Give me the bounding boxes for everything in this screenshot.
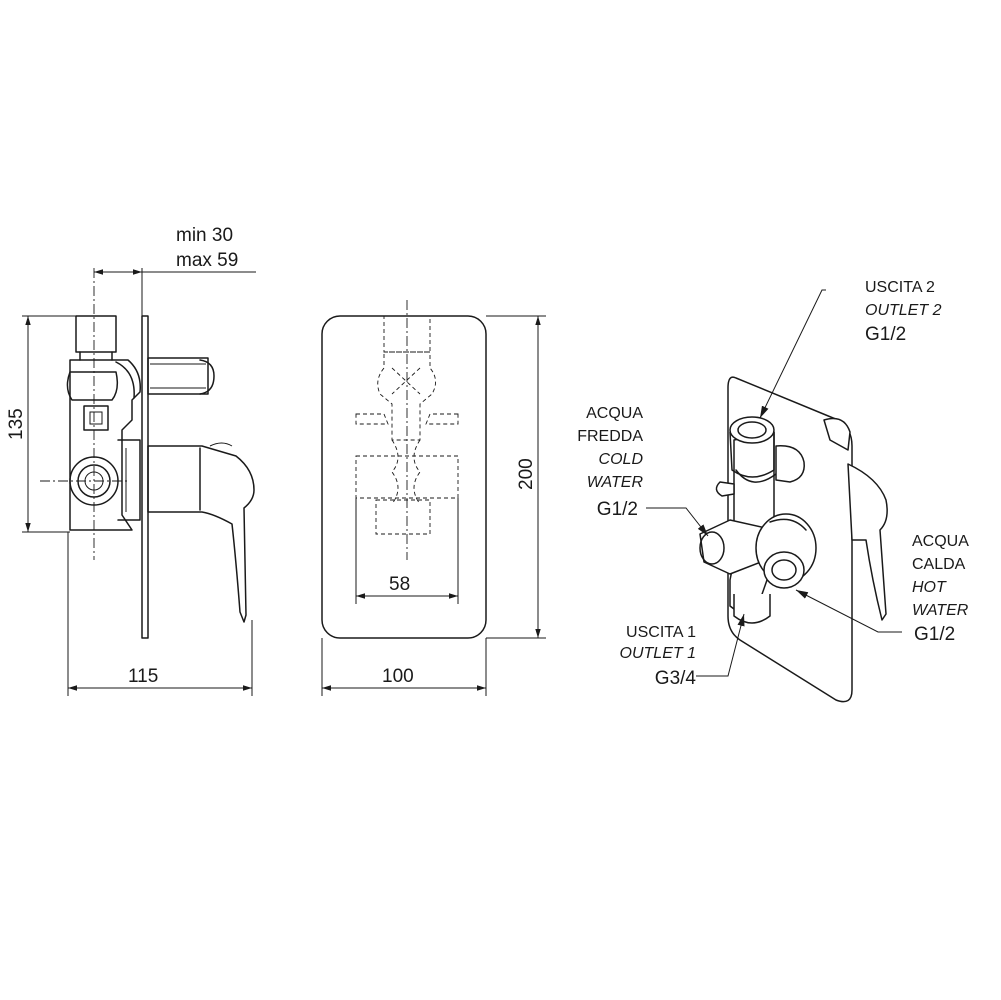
outlet1-english: OUTLET 1 (620, 645, 696, 662)
callout-cold: ACQUA FREDDA COLD WATER G1/2 (577, 405, 643, 520)
callout-outlet2: USCITA 2 OUTLET 2 G1/2 (865, 279, 942, 345)
cold-english-line1: COLD (599, 451, 644, 468)
side-width-label: 115 (128, 666, 158, 687)
hot-italian-line2: CALDA (912, 556, 966, 573)
cold-italian-line2: FREDDA (577, 428, 643, 445)
side-valve-body (69, 359, 141, 531)
front-inner-width-label: 58 (389, 574, 410, 595)
cold-thread: G1/2 (597, 499, 638, 520)
front-cover-plate (321, 315, 487, 639)
side-lever-handle (147, 445, 255, 623)
perspective-lever (847, 463, 888, 621)
outlet2-italian: USCITA 2 (865, 279, 935, 296)
side-depth-min-label: min 30 (176, 225, 233, 246)
side-depth-max-label: max 59 (176, 250, 238, 271)
outlet1-thread: G3/4 (655, 668, 697, 689)
cold-italian-line1: ACQUA (586, 405, 643, 422)
outlet2-thread: G1/2 (865, 324, 906, 345)
cold-english-line2: WATER (587, 474, 644, 491)
hot-english-line1: HOT (912, 579, 947, 596)
callout-hot: ACQUA CALDA HOT WATER G1/2 (912, 533, 969, 645)
side-top-outlet (75, 315, 117, 353)
side-diverter-knob (147, 357, 209, 395)
front-view: 58 100 200 (321, 300, 546, 696)
front-height-label: 200 (516, 458, 537, 490)
side-cover-plate (141, 315, 149, 639)
hot-english-line2: WATER (912, 602, 969, 619)
front-width-label: 100 (382, 666, 414, 687)
side-view: min 30 max 59 135 115 (6, 225, 256, 696)
hot-thread: G1/2 (914, 624, 955, 645)
callout-outlet1: USCITA 1 OUTLET 1 G3/4 (620, 624, 697, 689)
outlet2-english: OUTLET 2 (865, 302, 942, 319)
outlet1-italian: USCITA 1 (626, 624, 696, 641)
perspective-view (646, 289, 902, 703)
hot-italian-line1: ACQUA (912, 533, 969, 550)
side-height-label: 135 (6, 408, 27, 440)
